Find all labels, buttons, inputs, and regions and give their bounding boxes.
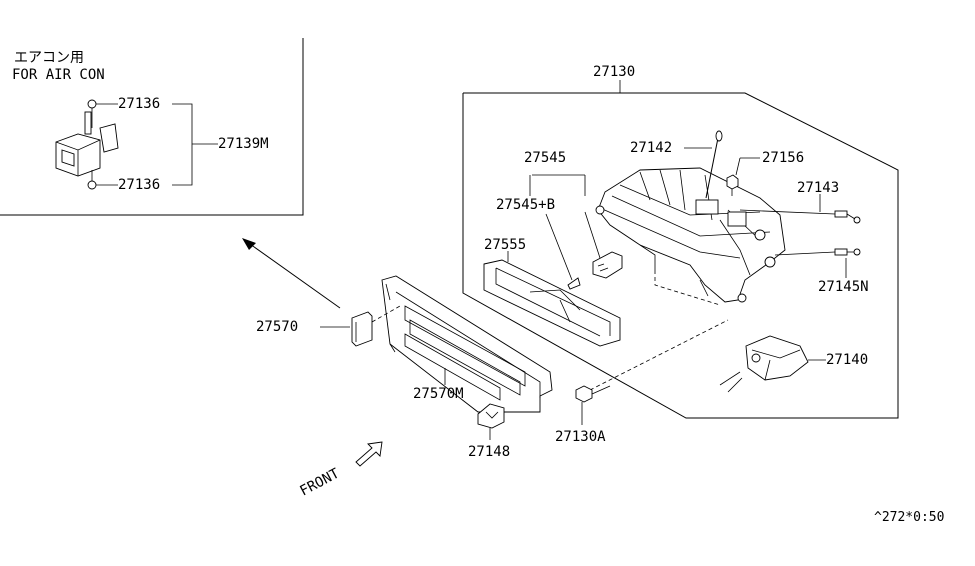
knob-27148-part [477,403,505,429]
label-27148: 27148 [468,444,510,460]
inset-title-jp: エアコン用 [14,50,84,66]
front-indicator: FRONT [297,441,383,500]
label-27130: 27130 [593,64,635,80]
label-27545: 27545 [524,150,566,166]
control-bracket-part [595,167,786,303]
label-27140: 27140 [826,352,868,368]
label-27130A: 27130A [555,429,606,445]
label-27545B: 27545+B [496,197,555,213]
cable-27143-part [739,209,861,224]
air-con-switch-part [55,99,119,190]
lever-27142-part [705,130,723,199]
dashed-guide-cap [371,305,401,323]
inset-border [0,38,304,216]
label-27142: 27142 [630,140,672,156]
dashed-guide-2 [589,319,729,391]
label-27156: 27156 [762,150,804,166]
label-27555: 27555 [484,237,526,253]
dashed-guide-1 [654,270,721,306]
inset-title-en: FOR AIR CON [12,67,105,83]
label-27145N: 27145N [818,279,869,295]
label-27139M: 27139M [218,136,269,152]
cable-27145N-part [774,248,861,256]
grille-27570M-part [381,275,553,413]
label-27570: 27570 [256,319,298,335]
diagram-code: ^272*0:50 [874,510,944,525]
actuator-27140-part [719,335,809,393]
knob-27156-part [726,174,739,196]
inset-reference-arrow [242,238,341,309]
label-27136-bottom: 27136 [118,177,160,193]
label-27136-top: 27136 [118,96,160,112]
clip-27545-part [592,251,623,279]
assembly-frame [462,92,899,419]
cap-27570-part [351,311,373,347]
label-27570M: 27570M [413,386,464,402]
air-con-inset: エアコン用 FOR AIR CON 27136 27136 27139M [0,38,304,216]
control-assembly-group: 27130 27142 [462,64,899,419]
label-27143: 27143 [797,180,839,196]
front-label: FRONT [297,465,342,499]
screw-27130A-part [575,385,611,403]
clip-27545B-part [567,277,581,290]
panel-27555-part [483,259,621,347]
